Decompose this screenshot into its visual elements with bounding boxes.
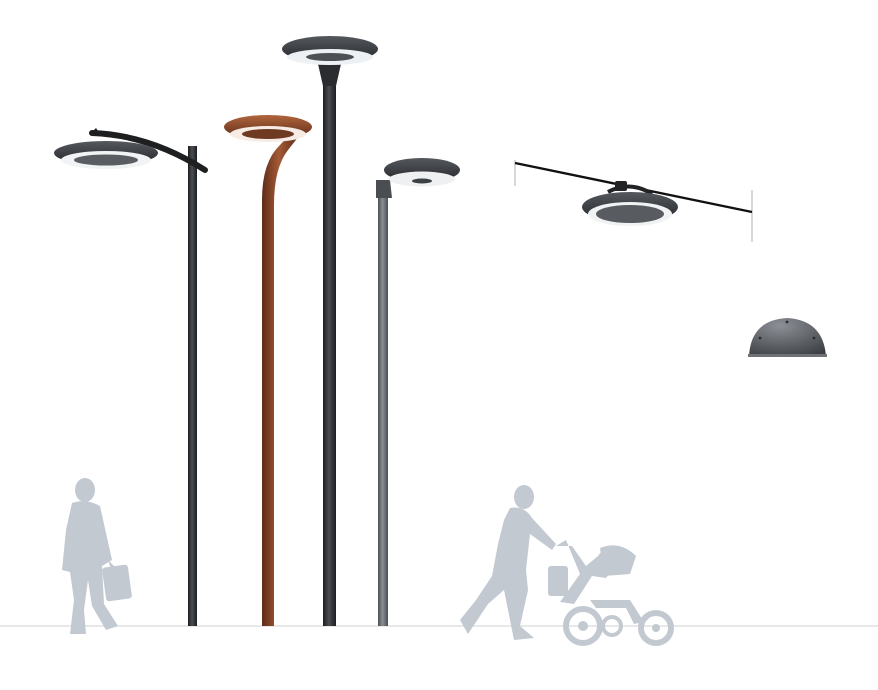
pedestrian-silhouette — [62, 478, 132, 634]
dome-luminaire — [748, 318, 827, 357]
offset-arm-streetlight — [54, 128, 208, 626]
corten-hook-streetlight — [224, 115, 312, 626]
woman-stroller-silhouette — [460, 485, 674, 646]
side-entry-streetlight — [376, 158, 460, 626]
post-top-streetlight — [282, 36, 378, 626]
catenary-luminaire — [514, 160, 753, 242]
